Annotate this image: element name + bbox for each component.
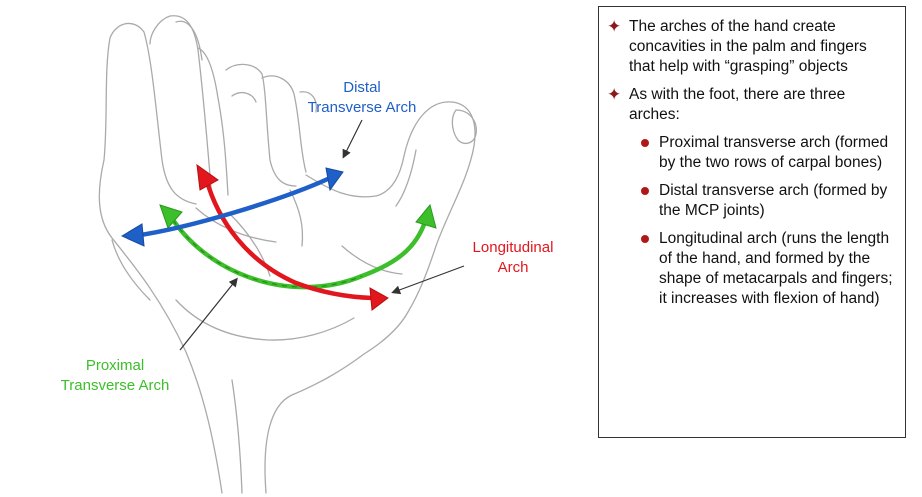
red-dot-icon (641, 187, 649, 195)
sub-bullet: Longitudinal arch (runs the length of th… (629, 229, 893, 309)
longitudinal-pointer-line (391, 265, 465, 295)
proximal-label-line-1: Proximal (85, 357, 145, 374)
four-pointed-star-icon: ✦ (607, 17, 622, 36)
sub-bullet-text: Longitudinal arch (runs the length of th… (659, 230, 893, 307)
proximal-label-line-2: Transverse Arch (60, 377, 170, 394)
proximal-transverse-arch-label: Proximal Transverse Arch (40, 356, 190, 396)
main-bullet: ✦ As with the foot, there are three arch… (607, 85, 893, 125)
sub-bullet: Distal transverse arch (formed by the MC… (629, 181, 893, 221)
main-bullet-text: The arches of the hand create concavitie… (629, 18, 867, 75)
sub-bullet-text: Proximal transverse arch (formed by the … (659, 134, 889, 171)
red-dot-icon (641, 235, 649, 243)
sub-bullet-text: Distal transverse arch (formed by the MC… (659, 182, 888, 219)
main-bullet-text: As with the foot, there are three arches… (629, 86, 846, 123)
red-dot-icon (641, 139, 649, 147)
distal-pointer-line (342, 119, 363, 159)
distal-transverse-arch-label: Distal Transverse Arch (292, 78, 432, 118)
proximal-pointer-line (179, 277, 238, 351)
proximal-transverse-arch-arrow (159, 203, 437, 290)
hand-arches-diagram (98, 15, 477, 494)
main-bullet: ✦ The arches of the hand create concavit… (607, 17, 893, 77)
info-box: ✦ The arches of the hand create concavit… (598, 6, 906, 438)
longitudinal-label-line-2: Arch (497, 259, 529, 276)
distal-label-line-1: Distal (343, 79, 381, 96)
longitudinal-arch-arrow (196, 163, 389, 311)
distal-label-line-2: Transverse Arch (307, 99, 417, 116)
longitudinal-arch-label: Longitudinal Arch (458, 238, 568, 278)
longitudinal-label-line-1: Longitudinal (472, 239, 554, 256)
sub-bullet-list: Proximal transverse arch (formed by the … (629, 133, 893, 309)
sub-bullet: Proximal transverse arch (formed by the … (629, 133, 893, 173)
four-pointed-star-icon: ✦ (607, 85, 622, 104)
distal-transverse-arch-arrow (120, 167, 344, 247)
